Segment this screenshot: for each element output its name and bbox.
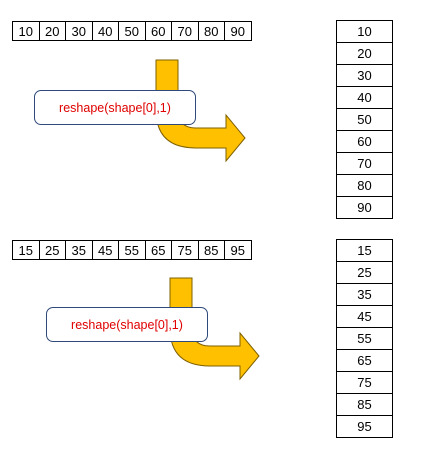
output-cell: 45 (337, 306, 393, 328)
output-column-array-1: 10 20 30 40 50 60 70 80 90 (336, 20, 393, 219)
output-cell: 70 (337, 153, 393, 175)
output-column-array-2: 15 25 35 45 55 65 75 85 95 (336, 239, 393, 438)
input-cell: 50 (119, 22, 146, 41)
input-cell: 90 (225, 22, 252, 41)
input-cell: 15 (13, 241, 40, 260)
input-cell: 75 (172, 241, 199, 260)
output-cell: 60 (337, 131, 393, 153)
output-cell: 55 (337, 328, 393, 350)
output-cell: 65 (337, 350, 393, 372)
output-cell: 15 (337, 240, 393, 262)
input-cell: 10 (13, 22, 40, 41)
reshape-label: reshape(shape[0],1) (46, 307, 208, 342)
input-row-array-2: 15 25 35 45 55 65 75 85 95 (12, 240, 252, 260)
input-cell: 25 (39, 241, 66, 260)
input-cell: 45 (92, 241, 119, 260)
input-cell: 70 (172, 22, 199, 41)
input-cell: 65 (145, 241, 172, 260)
output-cell: 35 (337, 284, 393, 306)
input-row-array-1: 10 20 30 40 50 60 70 80 90 (12, 21, 252, 41)
input-cell: 30 (66, 22, 93, 41)
output-cell: 40 (337, 87, 393, 109)
output-cell: 85 (337, 394, 393, 416)
input-cell: 20 (39, 22, 66, 41)
input-cell: 95 (225, 241, 252, 260)
output-cell: 95 (337, 416, 393, 438)
input-cell: 40 (92, 22, 119, 41)
input-cell: 55 (119, 241, 146, 260)
input-cell: 35 (66, 241, 93, 260)
output-cell: 90 (337, 197, 393, 219)
reshape-label: reshape(shape[0],1) (34, 90, 196, 125)
output-cell: 80 (337, 175, 393, 197)
input-cell: 60 (145, 22, 172, 41)
output-cell: 30 (337, 65, 393, 87)
input-cell: 80 (198, 22, 225, 41)
output-cell: 20 (337, 43, 393, 65)
input-cell: 85 (198, 241, 225, 260)
output-cell: 50 (337, 109, 393, 131)
output-cell: 10 (337, 21, 393, 43)
output-cell: 75 (337, 372, 393, 394)
output-cell: 25 (337, 262, 393, 284)
